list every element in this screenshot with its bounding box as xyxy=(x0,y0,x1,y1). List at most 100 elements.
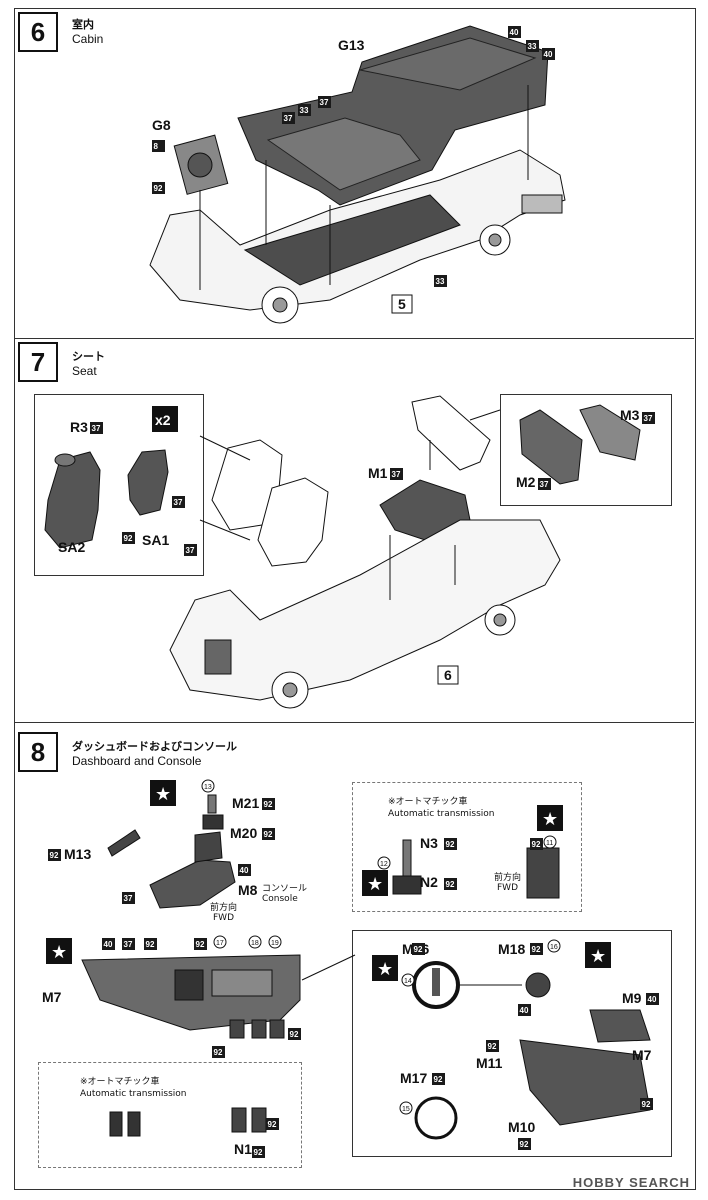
circled-number xyxy=(401,973,415,987)
circled-number-text: 16 xyxy=(550,944,558,951)
part-number-text: 92 xyxy=(50,851,59,860)
star-icon xyxy=(46,938,72,964)
at-en-2: Automatic transmission xyxy=(80,1089,187,1099)
part-number-text: 37 xyxy=(392,470,401,479)
part-number-tag: 92 xyxy=(444,838,457,850)
part-number-text: 37 xyxy=(174,498,183,507)
circled-number-text: 13 xyxy=(204,784,212,791)
m1-label: M1 xyxy=(368,465,388,481)
m21-label: M21 xyxy=(232,795,259,811)
step-reference-text: 5 xyxy=(398,296,406,312)
chassis-step7-drawing xyxy=(169,519,561,709)
part-number-tag: 92 xyxy=(412,943,425,955)
part-number-text: 92 xyxy=(196,940,205,949)
step-6-title-en: Cabin xyxy=(72,32,104,46)
part-number-tag: 92 xyxy=(194,938,207,950)
part-number-tag: 37 xyxy=(538,478,551,490)
sa1-label: SA1 xyxy=(142,532,169,548)
part-number-text: 92 xyxy=(254,1148,263,1157)
star-icon xyxy=(372,955,398,981)
step-8-title-jp: ダッシュボードおよびコンソール xyxy=(72,740,237,753)
part-number-text: 92 xyxy=(532,945,541,954)
x2-text: x2 xyxy=(155,412,171,428)
circled-number-text: 19 xyxy=(271,940,279,947)
part-number-text: 92 xyxy=(414,945,423,954)
circled-number xyxy=(268,935,282,949)
star-icon-glyph: ★ xyxy=(51,942,67,963)
circled-number-text: 18 xyxy=(251,940,259,947)
divider-7-8 xyxy=(14,722,694,723)
part-number-tag: 33 xyxy=(526,40,539,52)
m3-label: M3 xyxy=(620,407,640,423)
m7-right-label: M7 xyxy=(632,1047,652,1063)
part-number-tag: 92 xyxy=(530,943,543,955)
part-number-text: 92 xyxy=(488,1042,497,1051)
at-jp-1: ※オートマチック車 xyxy=(388,795,468,807)
part-number-text: 92 xyxy=(264,830,273,839)
part-number-tag: 40 xyxy=(102,938,115,950)
chassis-step6-drawing xyxy=(149,149,566,324)
part-number-text: 92 xyxy=(642,1100,651,1109)
part-number-tag: 37 xyxy=(642,412,655,424)
star-icon-glyph: ★ xyxy=(542,809,558,830)
n2-label: N2 xyxy=(420,874,438,890)
part-number-text: 92 xyxy=(446,840,455,849)
console-jp: コンソール xyxy=(262,884,307,894)
m7-left-label: M7 xyxy=(42,989,62,1005)
part-number-tag: 40 xyxy=(542,48,555,60)
fwd-en-at: FWD xyxy=(497,883,518,893)
n1-label: N1 xyxy=(234,1141,252,1157)
m20-label: M20 xyxy=(230,825,257,841)
part-number-text: 40 xyxy=(104,940,113,949)
m18-label: M18 xyxy=(498,941,525,957)
seat-sa1-drawing xyxy=(127,449,169,516)
part-number-tag: 37 xyxy=(122,938,135,950)
rear-seat-drawing xyxy=(411,395,641,485)
at-en-1: Automatic transmission xyxy=(388,809,495,819)
part-number-text: 92 xyxy=(214,1048,223,1057)
part-number-tag: 33 xyxy=(434,275,447,287)
star-icon xyxy=(585,942,611,968)
g13-label: G13 xyxy=(338,37,365,53)
part-number-text: 92 xyxy=(446,880,455,889)
steering-dash-panel xyxy=(352,930,672,1157)
star-icon-glyph: ★ xyxy=(377,959,393,980)
circled-number xyxy=(213,935,227,949)
part-number-tag: 92 xyxy=(518,1138,531,1150)
part-number-text: 40 xyxy=(544,50,553,59)
fwd-en-console: FWD xyxy=(213,913,234,923)
star-icon xyxy=(150,780,176,806)
part-number-tag: 8 xyxy=(152,140,165,152)
part-number-tag: 92 xyxy=(640,1098,653,1110)
step-reference-box xyxy=(391,294,413,314)
part-number-text: 37 xyxy=(644,414,653,423)
part-number-text: 92 xyxy=(532,840,541,849)
circled-number xyxy=(543,835,557,849)
part-number-text: 92 xyxy=(154,184,163,193)
step-7-title-en: Seat xyxy=(72,364,97,378)
circled-number xyxy=(248,935,262,949)
part-number-text: 92 xyxy=(124,534,133,543)
watermark: HOBBY SEARCH xyxy=(572,1175,690,1190)
part-number-tag: 92 xyxy=(486,1040,499,1052)
console-en: Console xyxy=(262,894,298,904)
m9-label: M9 xyxy=(622,990,642,1006)
pedal-drawing xyxy=(109,1107,267,1137)
part-number-tag: 92 xyxy=(212,1046,225,1058)
page-border xyxy=(14,8,696,1190)
part-number-text: 92 xyxy=(264,800,273,809)
circled-number-text: 15 xyxy=(402,1106,410,1113)
x2-badge xyxy=(152,406,178,432)
seat-detail-panel xyxy=(34,394,204,576)
circled-number xyxy=(399,1101,413,1115)
step-7-title-jp: シート xyxy=(72,350,105,363)
m17-label: M17 xyxy=(400,1070,427,1086)
part-number-text: 33 xyxy=(528,42,537,51)
part-number-tag: 37 xyxy=(390,468,403,480)
part-number-tag: 40 xyxy=(238,864,251,876)
m10-label: M10 xyxy=(508,1119,535,1135)
g8-part-drawing xyxy=(173,134,229,195)
part-number-tag: 37 xyxy=(184,544,197,556)
part-number-tag: 92 xyxy=(122,532,135,544)
